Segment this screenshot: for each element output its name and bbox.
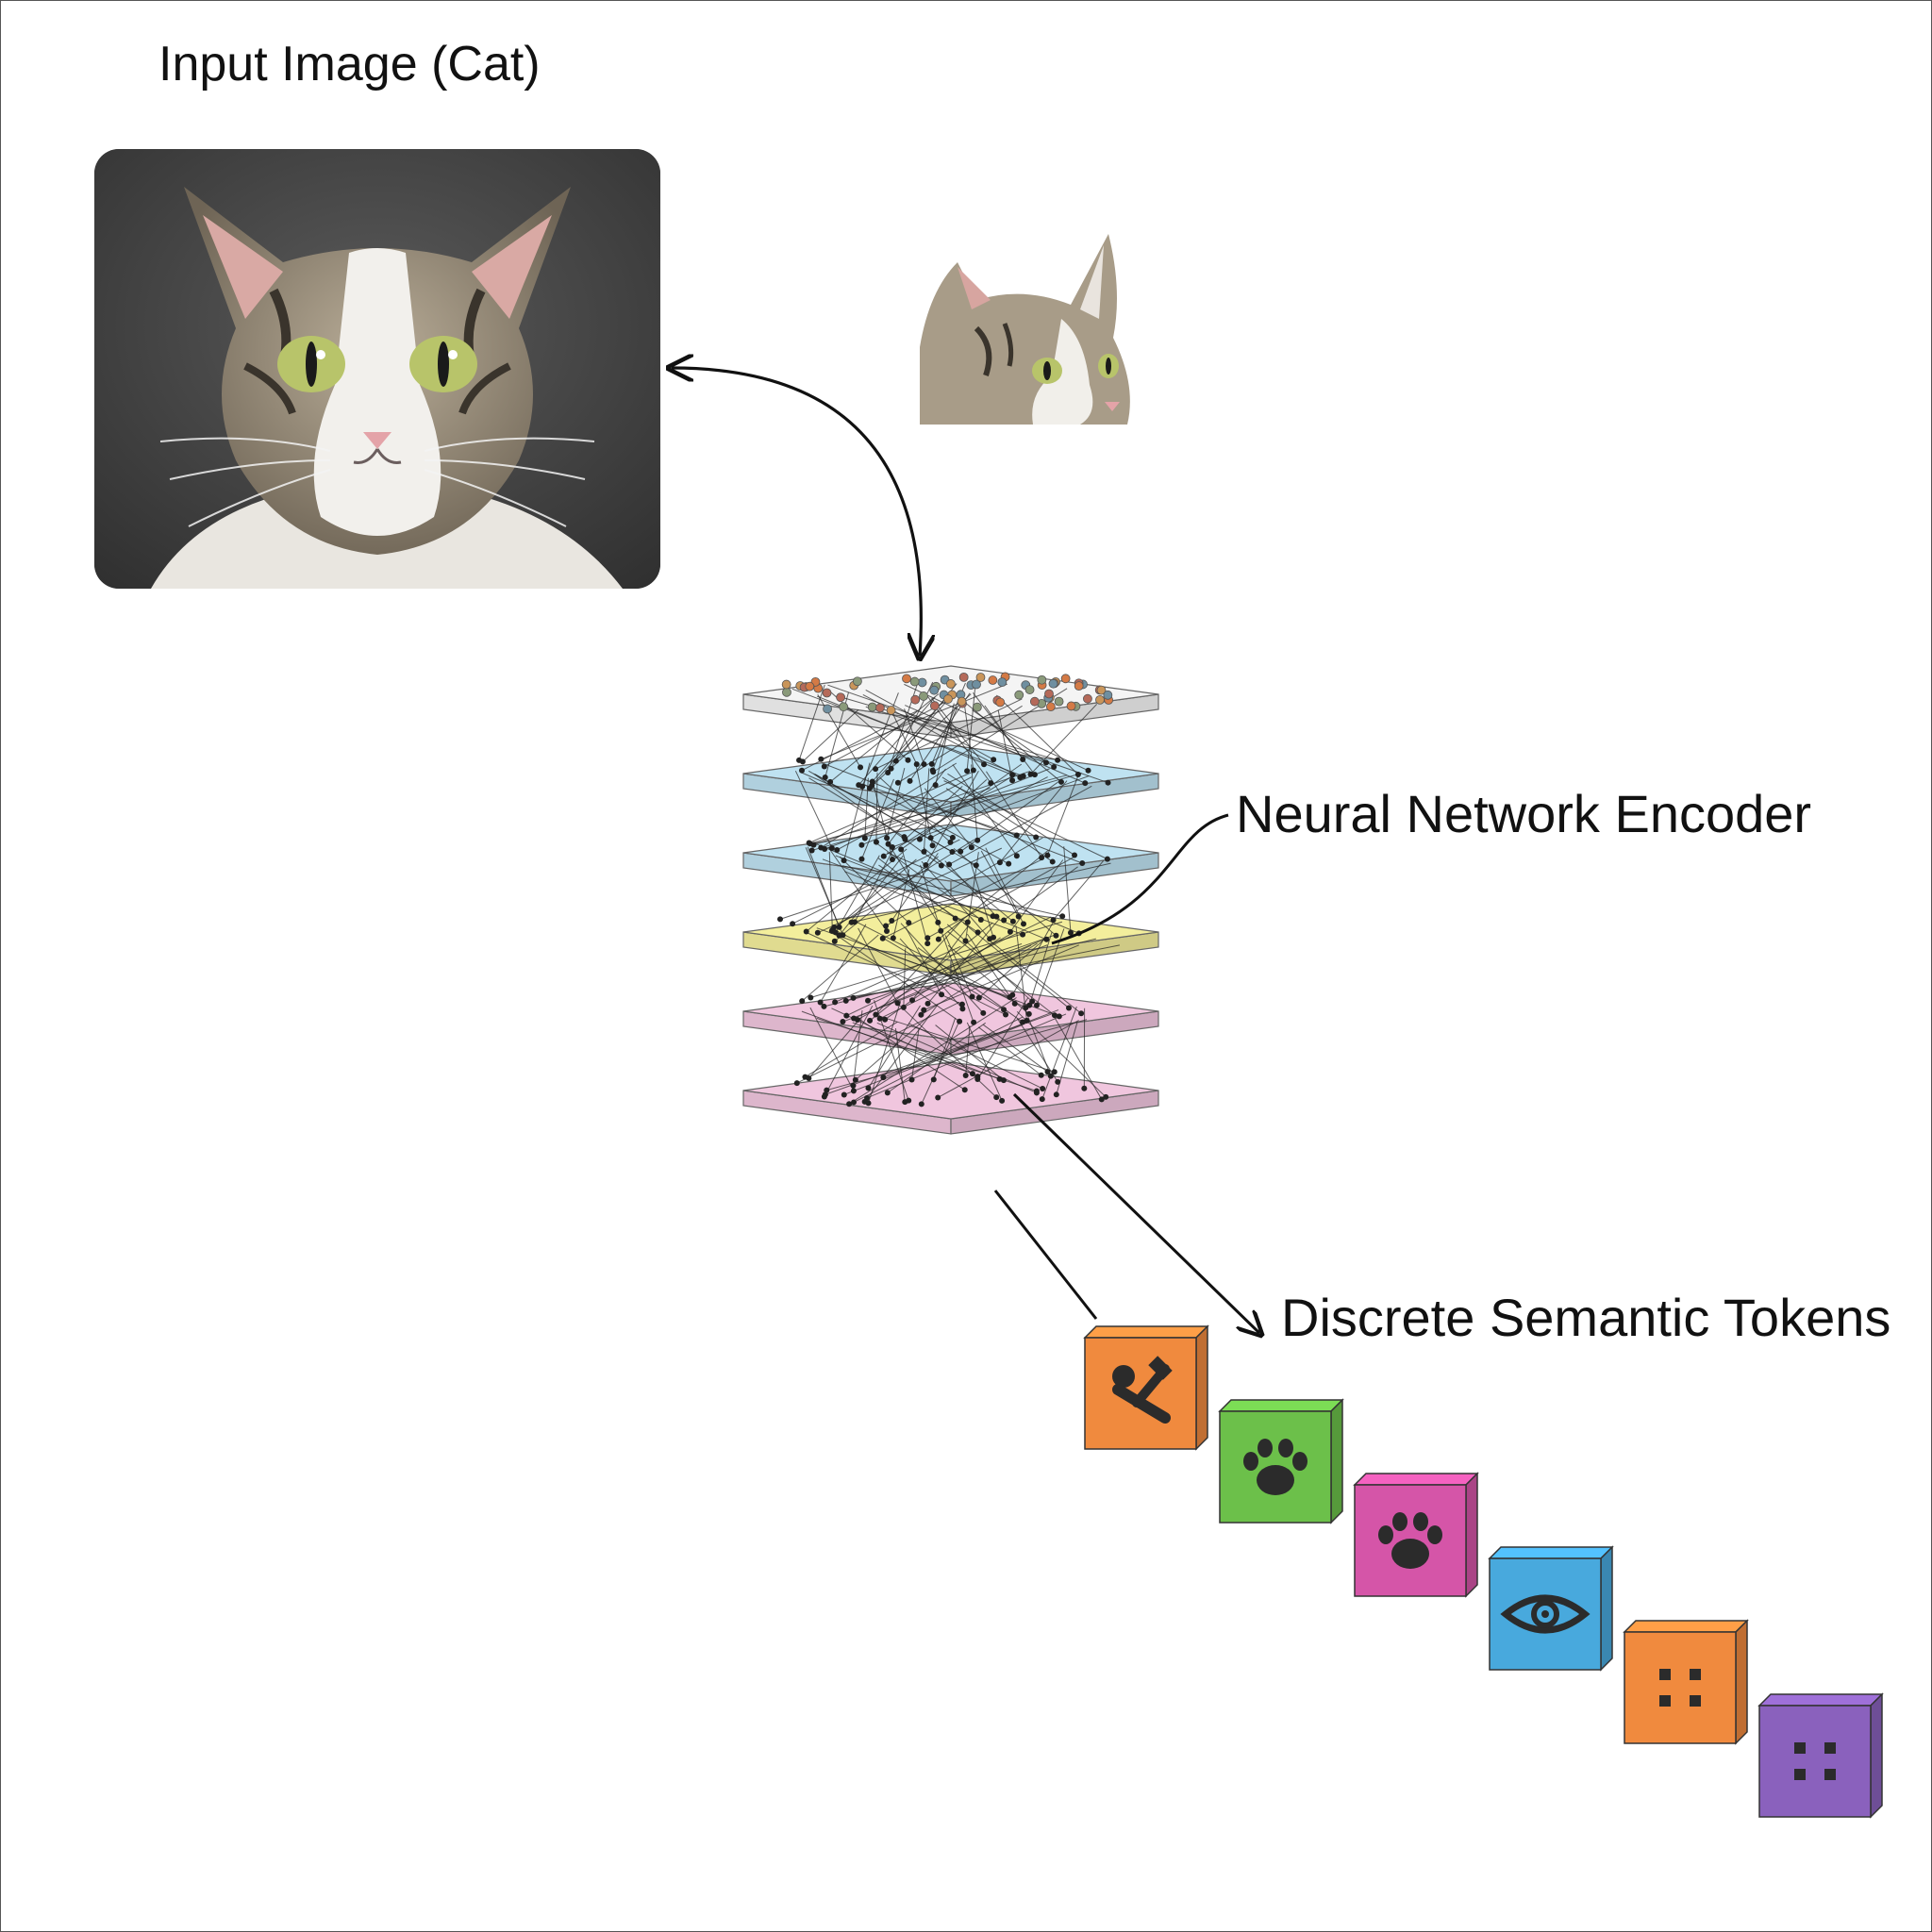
stack-token-line bbox=[993, 1190, 1098, 1320]
token-3 bbox=[1353, 1472, 1479, 1598]
encoder-label: Neural Network Encoder bbox=[1236, 784, 1812, 843]
eye-icon bbox=[1500, 1594, 1591, 1634]
input-cat-photo bbox=[94, 149, 660, 589]
paw-icon bbox=[1378, 1512, 1442, 1569]
encoder-layer-pink bbox=[742, 1061, 1159, 1135]
tools-icon bbox=[1112, 1356, 1173, 1424]
encoder-stack bbox=[742, 665, 1159, 1135]
photo-encoder-arrow bbox=[672, 368, 921, 656]
tokens-arrow bbox=[1012, 1092, 1259, 1333]
tokens-label: Discrete Semantic Tokens bbox=[1281, 1288, 1891, 1347]
cat-thumbnail bbox=[920, 234, 1137, 425]
dots-icon bbox=[1659, 1669, 1701, 1707]
input-image-label: Input Image (Cat) bbox=[158, 37, 541, 92]
network-connections bbox=[776, 672, 1121, 1108]
token-row bbox=[1083, 1324, 1884, 1819]
token-6 bbox=[1757, 1692, 1884, 1819]
token-5 bbox=[1623, 1619, 1749, 1745]
dots-icon bbox=[1794, 1742, 1836, 1780]
encoder-label-leader bbox=[1051, 813, 1229, 945]
token-1 bbox=[1083, 1324, 1209, 1451]
paw-icon bbox=[1243, 1439, 1307, 1495]
token-2 bbox=[1218, 1398, 1344, 1524]
encoder-layer-blue bbox=[742, 824, 1159, 897]
token-4 bbox=[1488, 1545, 1614, 1672]
